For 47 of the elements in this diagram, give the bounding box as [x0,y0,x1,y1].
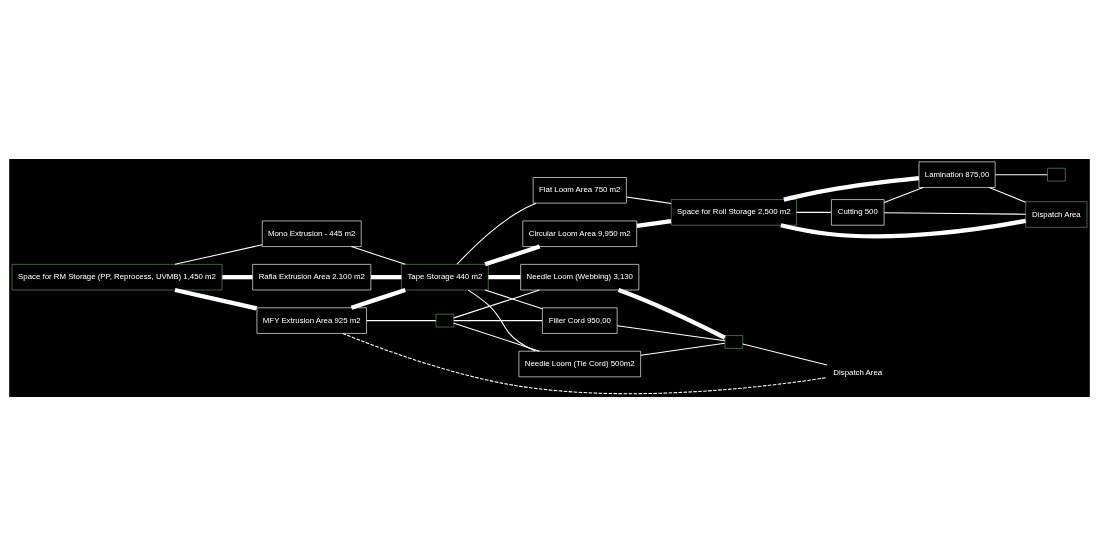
connector [636,218,672,228]
connector [342,332,828,395]
node-text: Dispatch Area [833,367,883,377]
connector [988,186,1027,203]
node-box: Rafia Extrusion Area 2.100 m2 [252,264,372,291]
connector [780,218,1027,239]
node-box: Circular Loom Area 9,950 m2 [522,220,638,247]
node-box: Lamination 875,00 [918,161,996,188]
connector [616,325,726,342]
connector [453,320,543,322]
connector [742,343,828,366]
connector [370,275,402,280]
node-box: MFY Extrusion Area 925 m2 [256,307,367,334]
node-box: Space for Roll Storage 2,500 m2 [670,199,797,226]
connector [796,211,832,213]
connector [350,287,406,310]
connector [484,244,541,267]
node-box: Cutting 500 [831,199,885,226]
connector [484,289,543,310]
node-box [1047,167,1066,182]
connector [366,320,437,322]
connector [453,322,540,352]
connector [883,212,1027,215]
node-box: Needle Loom (Tie Cord) 500m2 [518,350,641,378]
connector [488,275,521,280]
node-box: Tape Storage 440 m2 [401,264,489,291]
node-box [724,335,744,349]
connector [350,246,406,265]
node-box: Flat Loom Area 750 m2 [532,177,627,204]
connector [456,202,537,265]
connector [617,288,726,340]
connector [467,289,536,352]
node-box: Dispatch Area [1025,201,1088,228]
connector [174,244,263,265]
node-box: Filler Cord 950,00 [542,307,618,334]
node-box: Needle Loom (Webbing) 3,130 [520,264,640,291]
connector [883,186,924,203]
connector [222,275,253,280]
connector [453,289,540,319]
connector [174,287,258,311]
connector [994,174,1048,176]
connector [625,196,672,204]
connector [640,342,726,356]
connector [783,175,920,202]
node-box [435,313,455,328]
node-box: Mono Extrusion - 445 m2 [261,220,362,247]
node-box: Space for RM Storage (PP, Reprocess, UVMB) 1,450 m2 [11,264,223,291]
